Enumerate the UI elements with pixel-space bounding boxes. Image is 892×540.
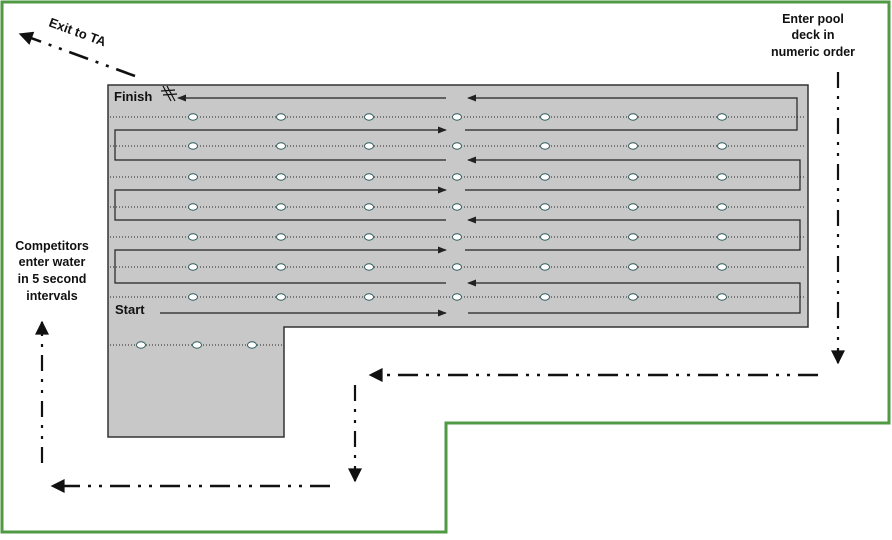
lane-float <box>276 203 286 211</box>
lane-float <box>628 233 638 241</box>
lane-float <box>247 341 257 349</box>
lane-float <box>452 233 462 241</box>
lane-float <box>192 341 202 349</box>
lane-float <box>276 263 286 271</box>
competitors-note: Competitors enter water in 5 second inte… <box>15 239 89 303</box>
enter-deck-line: deck in <box>791 28 834 42</box>
lane-float <box>276 142 286 150</box>
finish-ladder-icon <box>160 85 178 102</box>
lane-float <box>717 142 727 150</box>
swim-path <box>114 94 801 317</box>
swim-turn <box>114 126 447 161</box>
swim-turn <box>114 186 447 221</box>
lane-float <box>364 203 374 211</box>
lane-float <box>717 263 727 271</box>
enter-deck-line: Enter pool <box>782 12 844 26</box>
pool <box>107 84 809 438</box>
walking-route <box>18 31 845 493</box>
swim-turn <box>465 216 801 251</box>
lane-float <box>188 263 198 271</box>
lane-float <box>364 233 374 241</box>
lane-float <box>452 173 462 181</box>
enter-deck-note: Enter pool deck in numeric order <box>771 12 855 59</box>
competitors-line: Competitors <box>15 239 89 253</box>
lane-float <box>188 293 198 301</box>
lane-float <box>540 293 550 301</box>
exit-label: Exit to TA <box>47 15 109 50</box>
lane-float <box>452 203 462 211</box>
lane-float <box>540 203 550 211</box>
swim-turn <box>114 246 447 284</box>
lane-float <box>188 113 198 121</box>
exit-arrow <box>18 31 136 78</box>
lane-float <box>452 142 462 150</box>
lane-float <box>276 293 286 301</box>
competitors-line: intervals <box>26 289 77 303</box>
lane-float <box>540 113 550 121</box>
lane-float <box>628 203 638 211</box>
lane-float <box>540 233 550 241</box>
lane-float <box>628 263 638 271</box>
lane-float <box>628 142 638 150</box>
enter-deck-line: numeric order <box>771 45 855 59</box>
lane-float <box>540 173 550 181</box>
lane-float <box>717 293 727 301</box>
lane-float <box>717 113 727 121</box>
lane-float <box>188 142 198 150</box>
lane-float <box>136 341 146 349</box>
lane-float <box>452 113 462 121</box>
lane-float <box>717 233 727 241</box>
lane-float <box>717 173 727 181</box>
finish-label: Finish <box>114 89 152 104</box>
swim-turn <box>467 279 801 314</box>
lane-float <box>276 113 286 121</box>
lane-float <box>628 293 638 301</box>
lane-float <box>188 233 198 241</box>
competitors-line: enter water <box>19 255 86 269</box>
lane-float <box>628 113 638 121</box>
lane-float <box>628 173 638 181</box>
lane-float <box>364 113 374 121</box>
lane-float <box>452 293 462 301</box>
swim-turn <box>465 94 798 131</box>
lane-float <box>452 263 462 271</box>
swim-turn <box>465 156 801 191</box>
lane-float <box>364 293 374 301</box>
lane-float <box>276 173 286 181</box>
lane-float <box>364 173 374 181</box>
lane-float <box>276 233 286 241</box>
lane-float <box>364 263 374 271</box>
lane-float <box>717 203 727 211</box>
lane-float <box>364 142 374 150</box>
lane-float <box>188 203 198 211</box>
lane-float <box>188 173 198 181</box>
lane-floats <box>136 113 727 349</box>
lane-float <box>540 263 550 271</box>
competitors-line: in 5 second <box>18 272 87 286</box>
start-label: Start <box>115 302 145 317</box>
lane-float <box>540 142 550 150</box>
